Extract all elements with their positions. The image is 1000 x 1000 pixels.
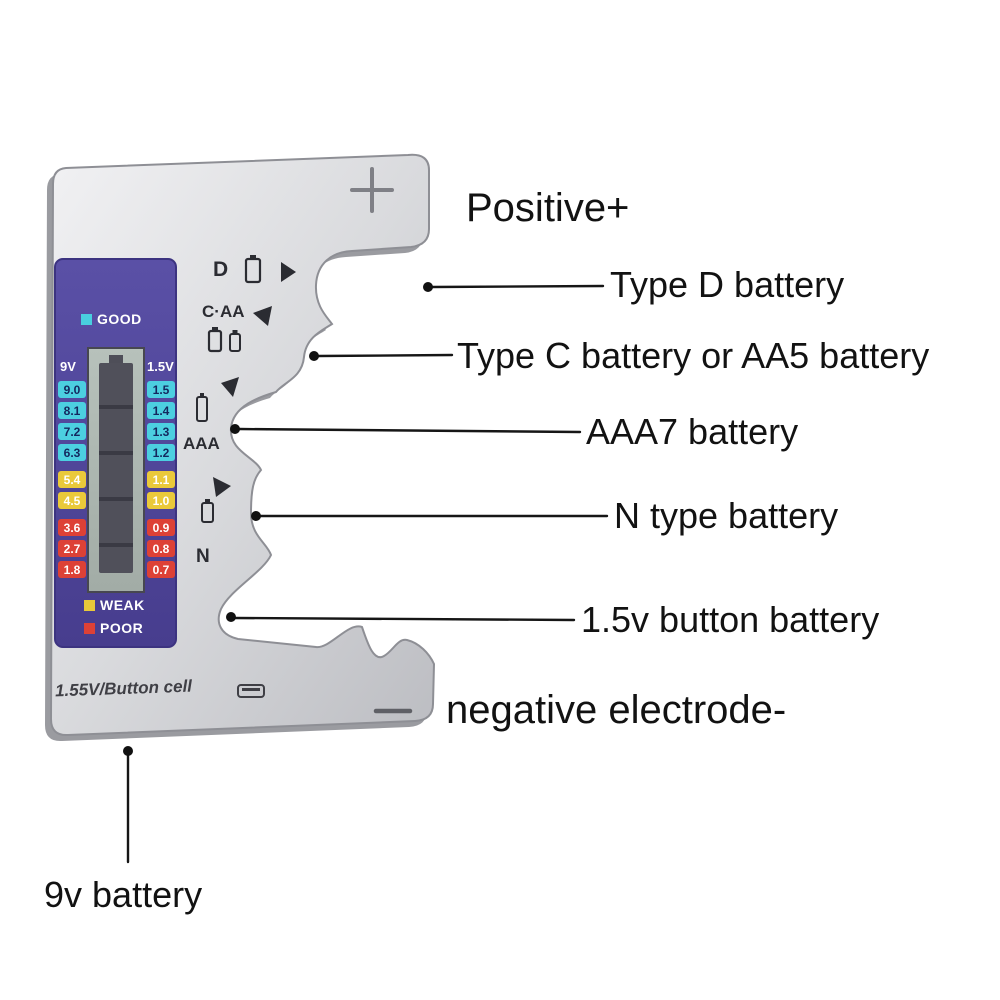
weak-square-icon [84,599,95,611]
annotation-type-d: Type D battery [610,264,845,305]
leader-type-d [430,284,605,289]
leader-type-c [316,353,454,358]
scale-value: 0.9 [147,519,175,536]
scale-value: 9.0 [58,381,86,398]
button-cell-label: 1.55V/Button cell [54,676,193,701]
button-cell-icon-bar [242,688,260,691]
scale-value: 5.4 [58,471,86,488]
annotation-aaa7: AAA7 battery [586,411,799,452]
leader-aaa7 [237,427,582,434]
good-label: GOOD [97,311,142,327]
scale-value: 0.8 [147,540,175,557]
arrow-aaa-icon [221,377,239,397]
battery-icon-n [201,499,214,523]
slot-label-d: D [213,258,229,281]
lcd-panel: GOOD 9V 1.5V 9.0 8.1 7.2 6.3 5.4 4.5 3.6… [54,258,177,648]
good-square-icon [81,313,92,325]
scale-value: 3.6 [58,519,86,536]
annotation-button-battery: 1.5v button battery [581,599,880,640]
slot-label-n: N [196,546,210,567]
scale-9v: 9.0 8.1 7.2 6.3 5.4 4.5 3.6 2.7 1.8 [58,381,86,582]
scale-value: 1.1 [147,471,175,488]
scale-value: 6.3 [58,444,86,461]
poor-label: POOR [100,620,144,636]
scale-value: 0.7 [147,561,175,578]
scale-value: 7.2 [58,423,86,440]
scale-value: 4.5 [58,492,86,509]
poor-square-icon [84,622,95,634]
scale-value: 1.8 [58,561,86,578]
scale-1-5v: 1.5 1.4 1.3 1.2 1.1 1.0 0.9 0.8 0.7 [147,381,175,582]
scale-value: 1.0 [147,492,175,509]
slot-label-aaa: AAA [183,434,220,453]
slot-label-caa: C·AA [202,302,245,321]
lcd-battery-icon [99,363,133,573]
annotation-negative: negative electrode- [446,688,787,732]
dot-type-c [309,351,319,361]
annotation-n-type: N type battery [614,495,839,536]
dot-aaa7 [230,424,240,434]
annotation-positive: Positive+ [466,186,630,230]
scale-value: 8.1 [58,402,86,419]
header-1-5v: 1.5V [147,359,174,374]
good-indicator: GOOD [81,312,142,326]
scale-value: 2.7 [58,540,86,557]
arrow-n-icon [213,477,231,497]
battery-icon-aaa [196,393,208,422]
lcd-battery-nub-icon [109,355,123,364]
annotation-type-c: Type C battery or AA5 battery [457,335,930,376]
header-9v: 9V [60,359,76,374]
weak-indicator: WEAK [84,598,145,612]
scale-value: 1.2 [147,444,175,461]
button-cell-icon [237,684,265,698]
battery-icon-aa [229,330,241,352]
arrow-caa-icon [253,306,272,326]
scale-value: 1.4 [147,402,175,419]
lcd-screen [87,347,145,593]
arrow-d-icon [281,262,296,282]
leader-button [233,616,576,622]
poor-indicator: POOR [84,621,143,635]
dot-type-d [423,282,433,292]
dot-button [226,612,236,622]
scale-value: 1.3 [147,423,175,440]
weak-label: WEAK [100,597,145,613]
battery-icon-d [244,255,262,284]
dot-n-type [251,511,261,521]
dot-nine-v [123,746,133,756]
annotation-nine-v: 9v battery [44,874,203,915]
scale-value: 1.5 [147,381,175,398]
battery-icon-c [207,327,223,353]
plus-symbol [350,167,394,213]
